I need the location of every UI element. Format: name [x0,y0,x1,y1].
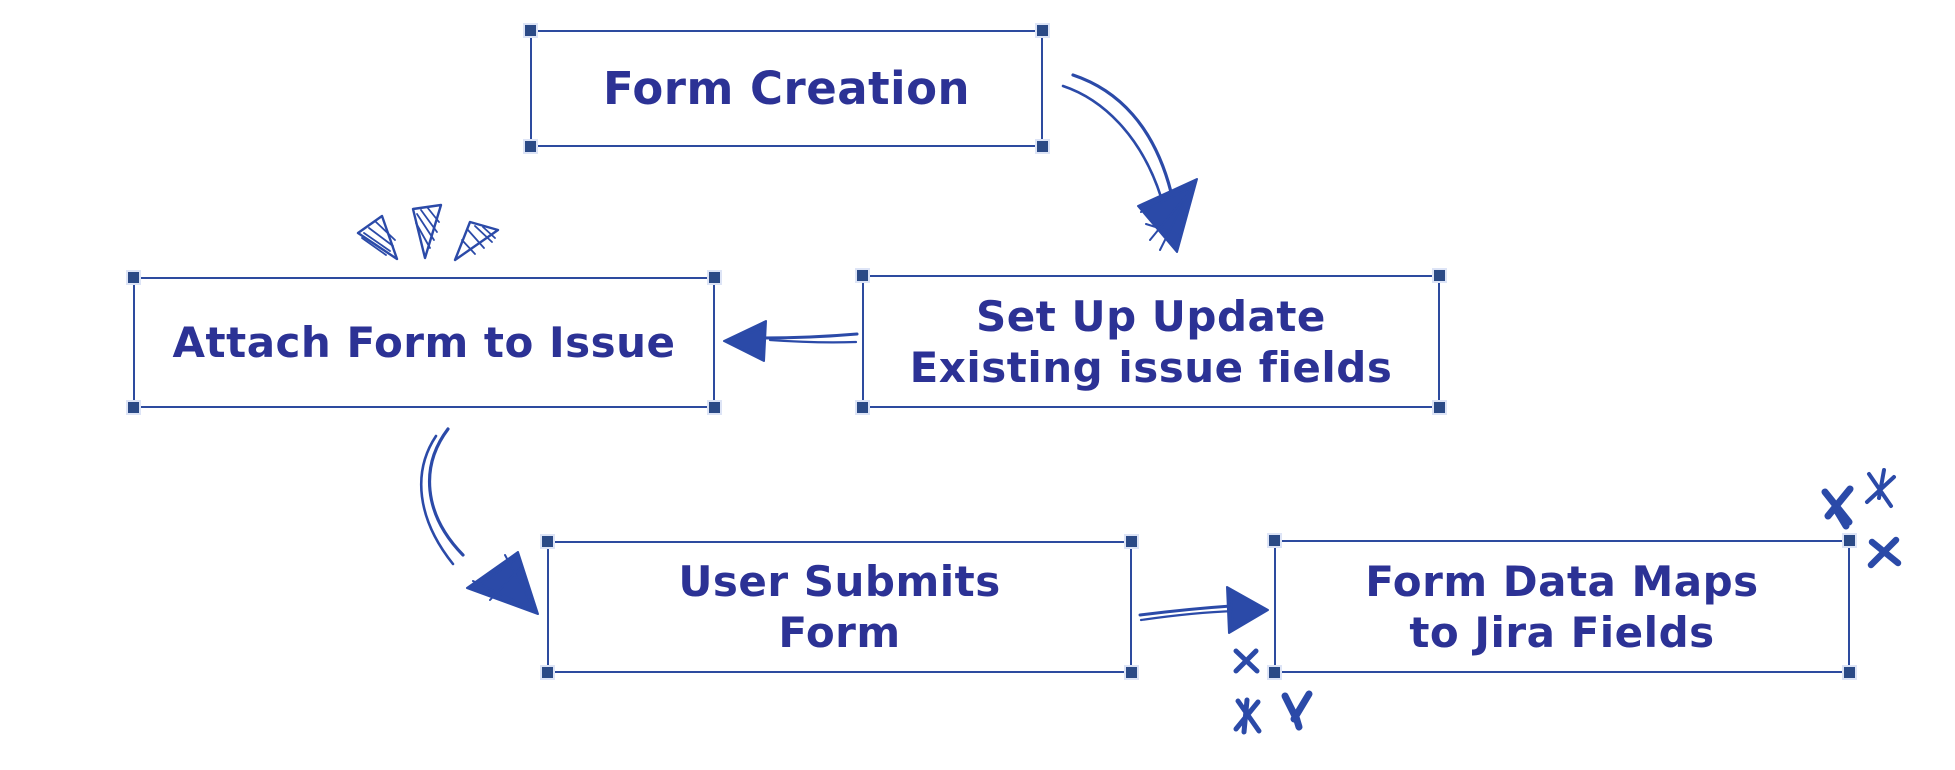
node-attach-form[interactable]: Attach Form to Issue [128,272,720,413]
node-form-data-maps[interactable]: Form Data Maps to Jira Fields [1269,535,1855,678]
resize-handle[interactable] [1269,535,1280,546]
node-set-up-update[interactable]: Set Up Update Existing issue fields [857,270,1445,413]
node-label: User Submits Form [678,556,1000,658]
node-label-line: Form [778,608,901,657]
resize-handle[interactable] [857,402,868,413]
resize-handle[interactable] [709,402,720,413]
resize-handle[interactable] [857,270,868,281]
arrow-user-to-formdata-icon[interactable] [1138,586,1269,634]
resize-handle[interactable] [1269,667,1280,678]
resize-handle[interactable] [1126,536,1137,547]
node-label-line: Attach Form to Issue [172,318,676,367]
resize-handle[interactable] [128,402,139,413]
resize-handle[interactable] [525,141,536,152]
resize-handle[interactable] [1434,402,1445,413]
node-label: Form Creation [603,63,970,114]
resize-handle[interactable] [542,667,553,678]
resize-handle[interactable] [709,272,720,283]
resize-handle[interactable] [542,536,553,547]
node-label-line: Form Data Maps [1365,556,1759,606]
node-label: Form Data Maps to Jira Fields [1365,556,1758,658]
resize-handle[interactable] [1844,667,1855,678]
node-label-line: Set Up Update [976,291,1326,341]
curved-arrow-attach-to-user-icon[interactable] [419,427,539,615]
node-label-line: to Jira Fields [1409,607,1715,657]
arrow-setup-to-attach-icon[interactable] [723,320,859,362]
node-user-submits[interactable]: User Submits Form [542,536,1137,678]
resize-handle[interactable] [1126,667,1137,678]
node-form-creation[interactable]: Form Creation [525,25,1048,152]
node-label-line: Existing issue fields [909,342,1393,392]
node-label-line: User Submits [678,557,1001,606]
emphasis-rays-icon[interactable] [356,203,500,262]
resize-handle[interactable] [1844,535,1855,546]
resize-handle[interactable] [525,25,536,36]
node-label: Attach Form to Issue [173,317,676,368]
resize-handle[interactable] [1037,25,1048,36]
resize-handle[interactable] [128,272,139,283]
node-label-line: Form Creation [602,62,971,115]
resize-handle[interactable] [1037,141,1048,152]
curved-arrow-form-creation-to-setup-icon[interactable] [1061,73,1198,253]
resize-handle[interactable] [1434,270,1445,281]
node-label: Set Up Update Existing issue fields [910,291,1393,393]
